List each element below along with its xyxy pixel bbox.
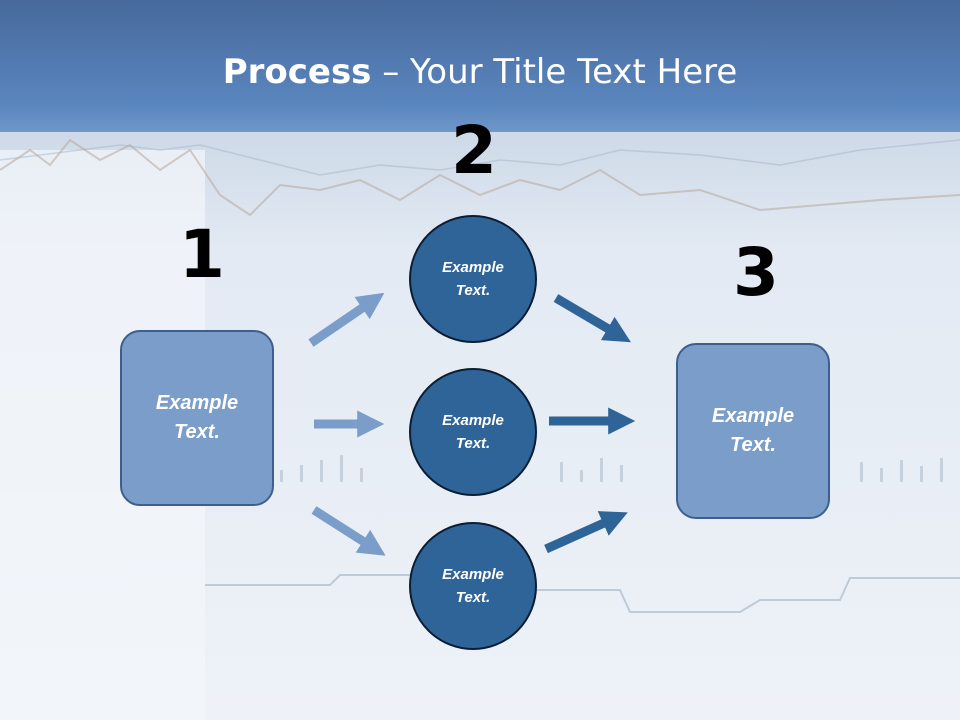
step3-box: Example Text. (676, 343, 830, 519)
step1-box: Example Text. (120, 330, 274, 506)
arrow-from-top-circle (553, 294, 631, 343)
slide-title: Process – Your Title Text Here (0, 52, 960, 92)
arrow-to-bottom-circle (311, 506, 386, 556)
step3-box-line2: Text. (730, 434, 776, 456)
step-number-2: 2 (451, 112, 497, 189)
arrow-to-top-circle (308, 292, 385, 347)
step-number-1: 1 (179, 216, 225, 293)
step3-box-line1: Example (711, 405, 795, 427)
step-number-3: 3 (733, 234, 779, 311)
step1-box-line1: Example (155, 392, 239, 414)
circle-bottom-line2: Text. (455, 589, 491, 606)
circle-top-line2: Text. (455, 282, 491, 299)
circle-middle-line1: Example (442, 412, 504, 429)
circle-middle-line2: Text. (455, 435, 491, 452)
slide-title-rest: – Your Title Text Here (371, 52, 738, 92)
slide-title-bold: Process (222, 52, 372, 92)
circle-bottom-line1: Example (442, 566, 504, 583)
step2-circle-bottom: Example Text. (409, 522, 537, 650)
arrow-from-bottom-circle (544, 511, 628, 554)
step1-box-line2: Text. (174, 421, 220, 443)
step2-circle-middle: Example Text. (409, 368, 537, 496)
step2-circle-top: Example Text. (409, 215, 537, 343)
circle-top-line1: Example (442, 259, 504, 276)
